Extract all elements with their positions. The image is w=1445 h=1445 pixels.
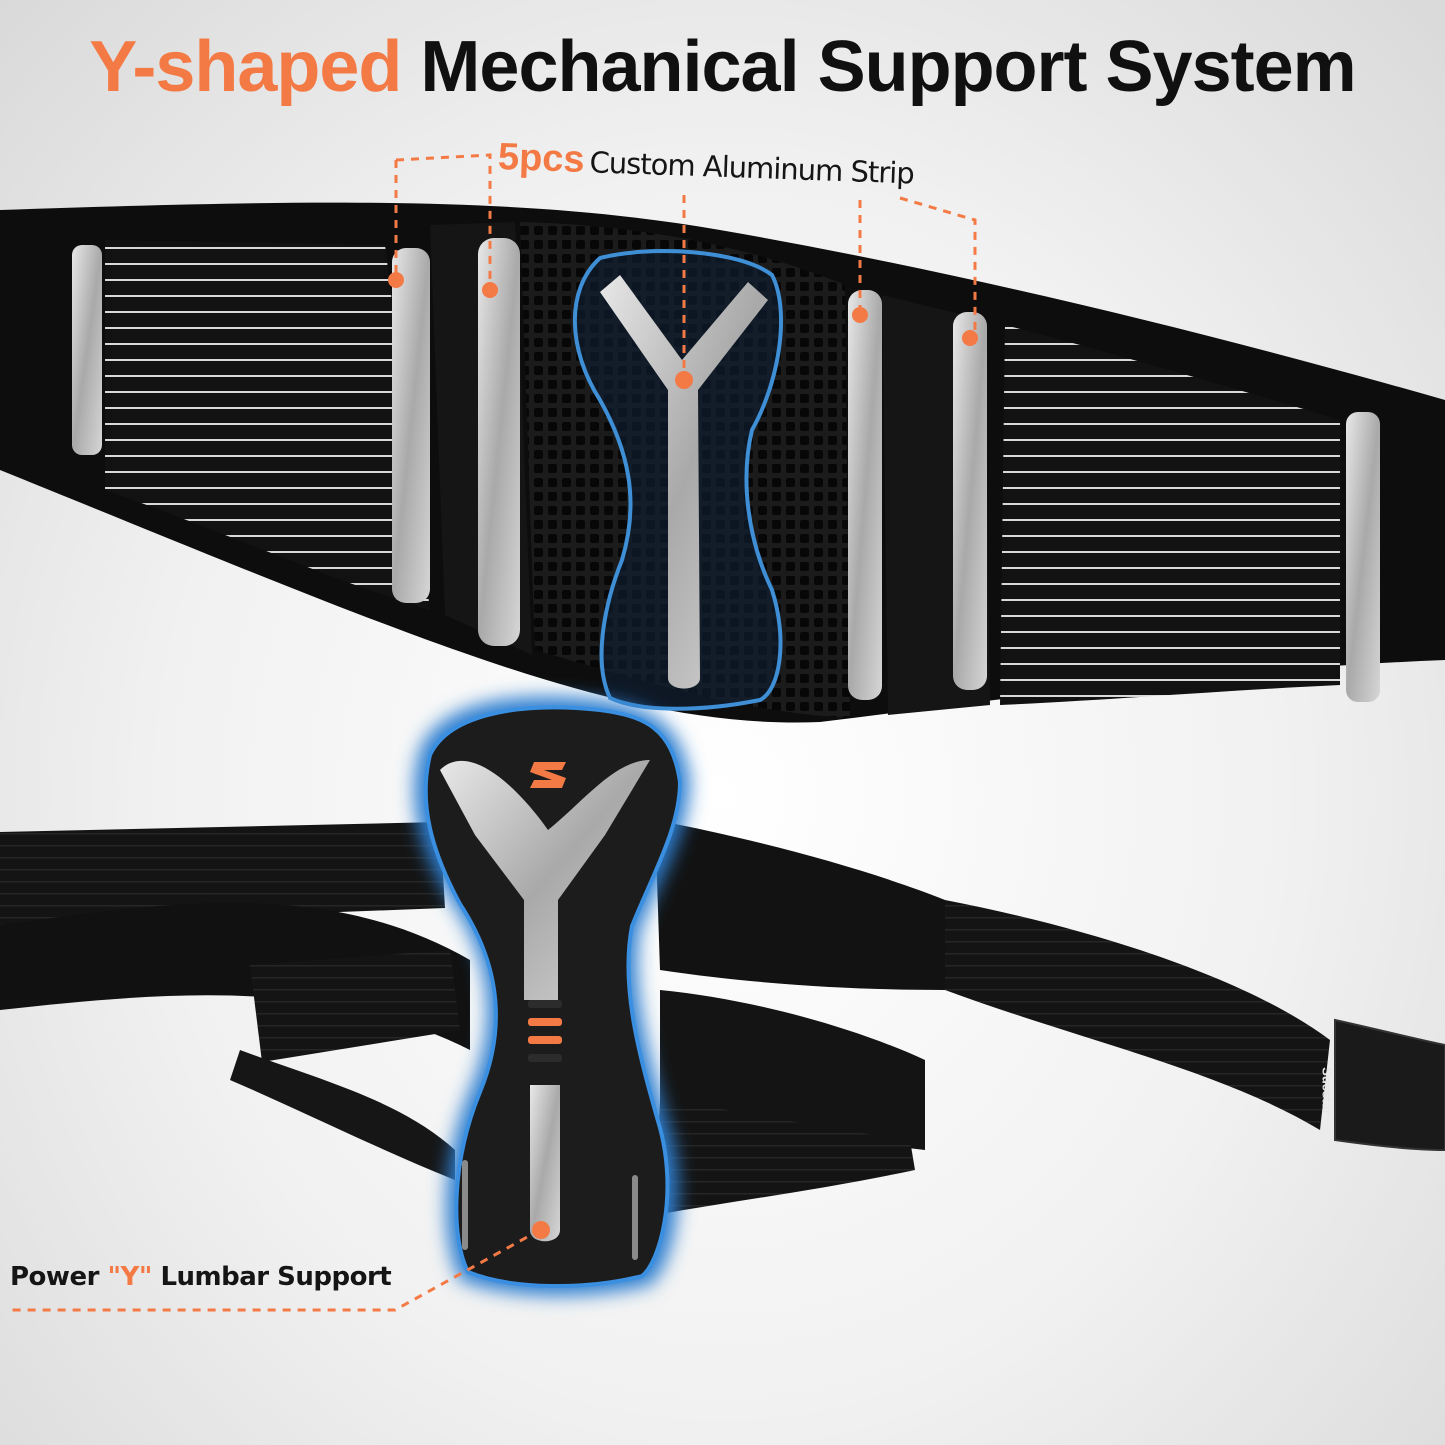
elastic-straps [0,820,1445,1215]
brand-text: Suestar [1319,1067,1335,1115]
headline-accent: Y-shaped [89,27,402,107]
headline: Y-shaped Mechanical Support System [0,22,1445,112]
y-aluminum-stay [600,275,768,689]
lumbar-quoted: "Y" [107,1262,152,1292]
strip-label: Custom Aluminum Strip [589,145,915,191]
accent-bar-2 [528,1036,562,1044]
lumbar-suffix: Lumbar Support [160,1262,392,1292]
pad-y-insert [440,760,650,1000]
lumbar-support-pad [414,696,690,1296]
end-stay-left [72,245,102,455]
back-brace-belt [0,202,1445,723]
headline-main: Mechanical Support System [420,27,1356,107]
lumbar-prefix: Power [10,1262,99,1292]
aluminum-strip-3 [848,290,882,700]
accent-bar-1 [528,1018,562,1026]
s-logo-icon [527,758,571,788]
aluminum-strip-2 [478,238,520,646]
callout-dots [388,272,978,1239]
end-stay-right [1346,412,1380,702]
aluminum-strip-4 [953,312,987,690]
pad-lower-insert [530,1085,560,1242]
aluminum-strip-1 [392,248,430,603]
brand-label: Suestar [1316,1045,1338,1137]
strip-quantity: 5pcs [497,136,586,182]
callout-leaders [10,153,977,1312]
lumbar-support-callout: Power "Y" Lumbar Support [10,1262,392,1292]
